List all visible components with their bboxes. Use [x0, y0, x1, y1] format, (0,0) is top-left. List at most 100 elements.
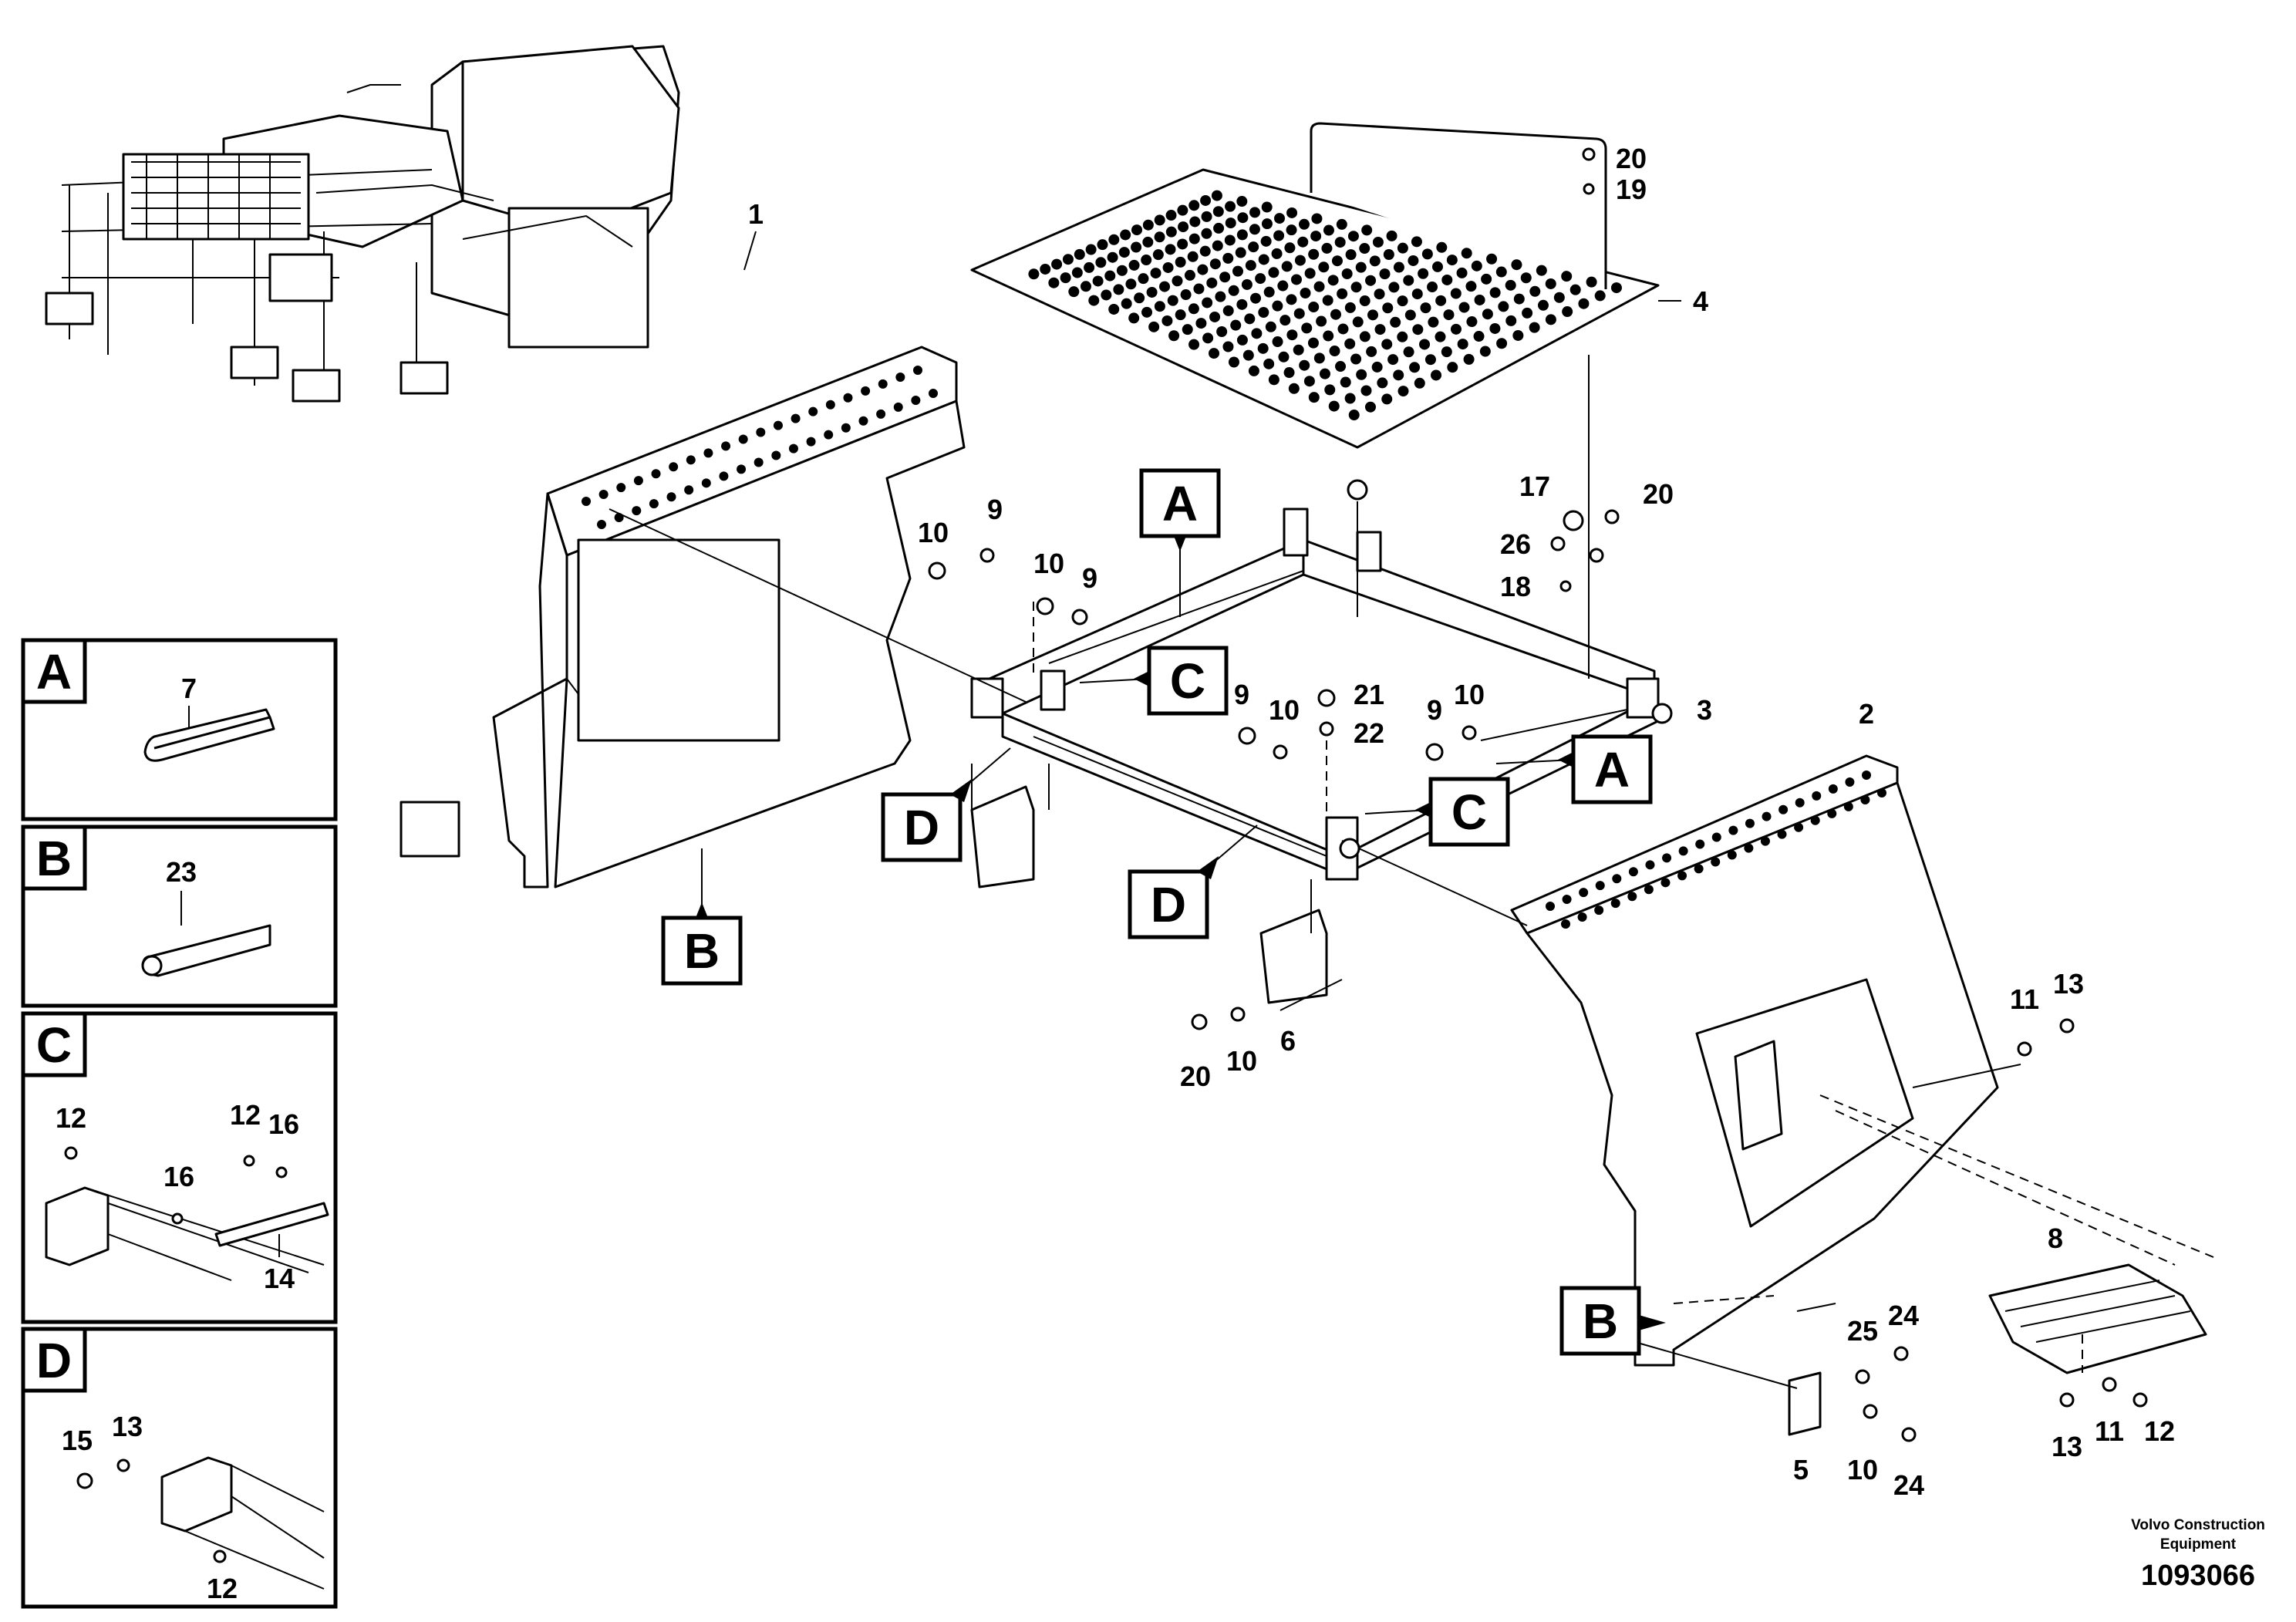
- step-tread: [1988, 1263, 2207, 1374]
- perforation-hole: [1131, 224, 1143, 236]
- perforation-hole: [1311, 213, 1323, 224]
- perforation-hole: [1241, 278, 1253, 290]
- perforation-hole: [1513, 293, 1525, 305]
- perforation-hole: [1274, 213, 1286, 224]
- perforation-hole: [1294, 255, 1306, 266]
- perforation-hole: [1393, 369, 1404, 381]
- leader-lines: [609, 231, 2214, 1389]
- perforation-hole: [1678, 846, 1688, 856]
- detail-B-label-23: 23: [166, 856, 197, 888]
- perforation-hole: [1421, 248, 1433, 260]
- perforation-hole: [1084, 261, 1095, 273]
- perforation-hole: [1404, 309, 1416, 321]
- perforation-hole: [841, 423, 851, 433]
- perforation-hole: [1561, 919, 1570, 929]
- perforation-hole: [1561, 271, 1573, 282]
- perforation-hole: [1520, 272, 1532, 284]
- perforation-hole: [1188, 339, 1200, 350]
- perforation-hole: [1209, 258, 1221, 270]
- perforation-hole: [1193, 283, 1205, 295]
- perforation-hole: [1331, 255, 1343, 267]
- perforation-hole: [1372, 236, 1384, 248]
- perforation-hole: [1225, 201, 1236, 212]
- panel-letter: B: [36, 831, 72, 886]
- perforation-hole: [1051, 258, 1063, 270]
- perforation-hole: [1323, 330, 1334, 342]
- perforation-hole: [1150, 268, 1161, 279]
- perforation-hole: [721, 441, 731, 451]
- part-label-22: 22: [1354, 717, 1384, 749]
- perforation-hole: [861, 386, 871, 396]
- detail-D-label-15: 15: [62, 1425, 93, 1456]
- perforation-hole: [1180, 289, 1192, 301]
- perforation-hole: [1219, 271, 1231, 283]
- perforation-hole: [1371, 361, 1383, 373]
- brackets: [970, 785, 1822, 1436]
- callout-letter: A: [1162, 476, 1198, 531]
- perforation-hole: [1489, 322, 1501, 334]
- plate-holes: [1028, 190, 1622, 421]
- perforation-hole: [1244, 313, 1256, 325]
- perforation-hole: [1128, 259, 1140, 271]
- perforation-hole: [1298, 218, 1310, 230]
- perforation-hole: [1308, 248, 1320, 260]
- perforation-hole: [597, 520, 606, 529]
- perforation-hole: [1778, 804, 1789, 814]
- perforation-hole: [1387, 354, 1399, 366]
- perforation-hole: [1188, 200, 1200, 211]
- perforation-hole: [1428, 316, 1439, 328]
- perforation-hole: [1329, 346, 1340, 357]
- perforation-hole: [1167, 295, 1178, 306]
- callout-letter: A: [1594, 742, 1630, 798]
- perforation-hole: [1456, 267, 1468, 278]
- perforation-hole: [1222, 341, 1234, 352]
- perforation-hole: [1113, 284, 1124, 295]
- part-label-10d: 10: [1454, 679, 1485, 710]
- part-label-6: 6: [1280, 1025, 1296, 1057]
- perforation-hole: [1340, 376, 1351, 388]
- perforation-hole: [1257, 342, 1269, 354]
- perforation-hole: [1828, 784, 1838, 794]
- perforation-hole: [1586, 276, 1597, 288]
- perforation-hole: [1344, 393, 1356, 404]
- perforation-hole: [1268, 374, 1279, 386]
- perforation-hole: [1182, 324, 1193, 336]
- callout-C-lower: C: [1364, 777, 1510, 847]
- perforation-hole: [1762, 811, 1772, 821]
- perforation-hole: [1286, 207, 1298, 218]
- perforation-hole: [1175, 256, 1186, 268]
- perforation-hole: [788, 443, 798, 454]
- part-label-9b: 9: [1082, 562, 1097, 594]
- perforation-hole: [1386, 230, 1397, 241]
- perforation-hole: [1322, 295, 1333, 306]
- perforation-hole: [1028, 268, 1040, 280]
- panel1-holes: [582, 366, 938, 529]
- perforation-hole: [825, 400, 835, 410]
- perforation-hole: [1277, 280, 1289, 292]
- perforation-hole: [1628, 867, 1638, 877]
- perforation-hole: [1694, 864, 1704, 874]
- drawing-footer: Volvo Construction Equipment 1093066: [2131, 1517, 2265, 1592]
- perforation-hole: [1236, 229, 1248, 241]
- perforation-hole: [1381, 339, 1393, 350]
- perforation-hole: [1199, 245, 1211, 257]
- perforation-hole: [1644, 885, 1654, 895]
- perforation-hole: [893, 402, 903, 412]
- perforation-hole: [1744, 843, 1754, 853]
- perforation-hole: [1471, 260, 1482, 271]
- perforation-hole: [703, 448, 713, 458]
- panel-letter: A: [36, 644, 72, 700]
- perforation-hole: [1594, 290, 1606, 302]
- perforation-hole: [1397, 295, 1408, 307]
- part-label-9d: 9: [1427, 694, 1442, 726]
- perforation-hole: [582, 497, 591, 506]
- perforation-hole: [1268, 267, 1279, 278]
- part-label-9a: 9: [987, 494, 1003, 525]
- perforation-hole: [1328, 400, 1340, 412]
- perforation-hole: [1393, 261, 1404, 273]
- perforation-hole: [756, 427, 766, 437]
- perforation-hole: [1202, 332, 1214, 344]
- perforation-hole: [1427, 282, 1438, 293]
- part-label-24a: 24: [1888, 1300, 1919, 1331]
